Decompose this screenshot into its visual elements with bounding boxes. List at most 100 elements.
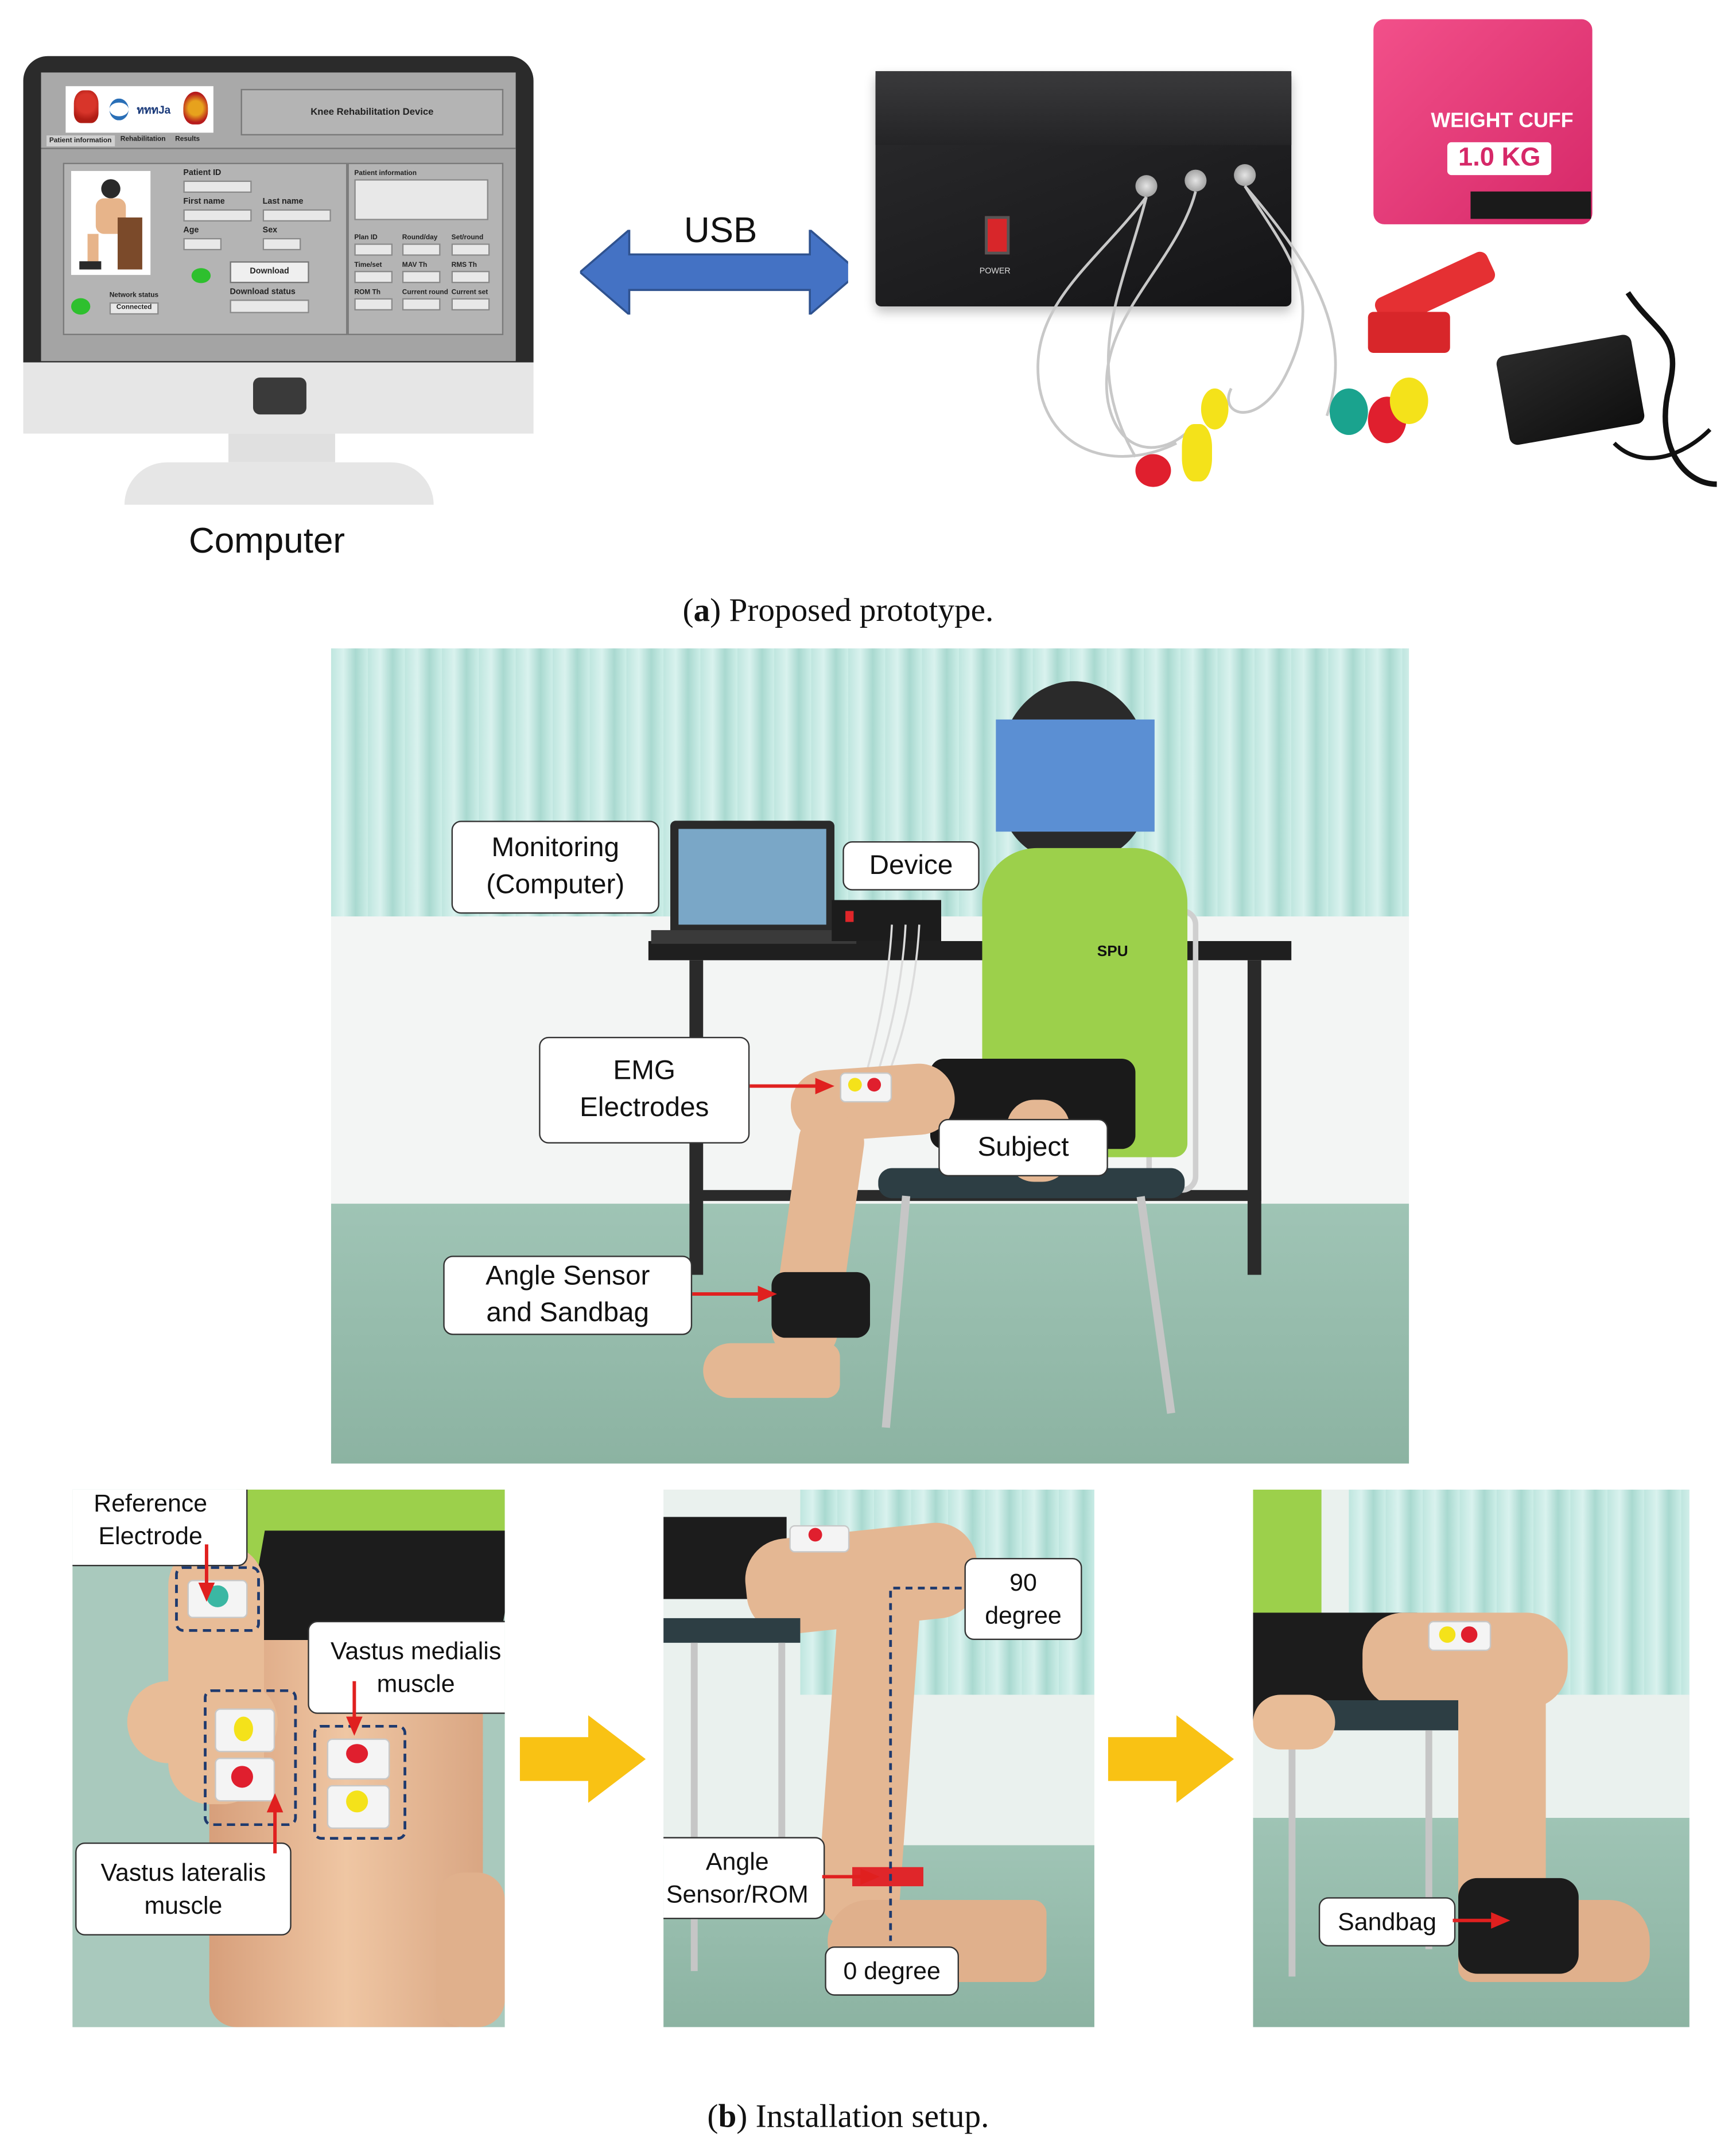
logo-text: ทททJa	[137, 104, 171, 116]
emg-cables	[1036, 185, 1337, 458]
callout-reference-line1: Reference	[94, 1489, 208, 1517]
connector-icon	[1234, 164, 1256, 186]
age-field[interactable]	[183, 238, 222, 251]
weight-cuff-label: WEIGHT CUFF	[1431, 109, 1574, 133]
foot	[436, 1872, 505, 2027]
sandbag-photo: Sandbag	[1253, 1489, 1690, 2027]
vastus-lateralis-box	[204, 1689, 297, 1827]
callout-vm-line1: Vastus medialis	[330, 1637, 502, 1665]
electrode-snap-red	[346, 1744, 368, 1763]
electrode-snap-yellow	[1389, 377, 1428, 424]
adapter-cable	[1613, 291, 1717, 487]
monitor-base	[124, 462, 434, 505]
reference-electrode-box	[175, 1566, 260, 1632]
power-switch-icon	[985, 216, 1010, 255]
patient-info-label: Patient information	[354, 169, 417, 178]
tab-results[interactable]: Results	[175, 135, 200, 144]
device-box-top	[875, 71, 1292, 145]
electrode-snap-yellow	[848, 1078, 862, 1092]
electrode-snap-red	[231, 1766, 253, 1788]
callout-monitoring-line1: Monitoring	[491, 833, 620, 864]
callout-angle-line2: and Sandbag	[486, 1298, 650, 1328]
first-name-field[interactable]	[183, 209, 252, 222]
current-round-field	[402, 298, 441, 311]
callout-90-line1: 90	[1009, 1568, 1037, 1596]
time-set-field	[354, 270, 393, 283]
chair-seat	[663, 1618, 801, 1643]
patient-info-box	[354, 179, 488, 220]
current-round-label: Current round	[402, 288, 448, 297]
callout-emg-line2: Electrodes	[580, 1093, 709, 1124]
weight-cuff-value: 1.0 KG	[1447, 142, 1552, 176]
age-label: Age	[183, 227, 199, 235]
monitor-screen: ทททJa Knee Rehabilitation Device Patient…	[41, 72, 516, 362]
usb-label: USB	[683, 209, 758, 251]
subject-foot	[703, 1343, 840, 1398]
sandbag	[771, 1272, 871, 1338]
network-status-led	[71, 298, 91, 315]
arm	[1253, 1695, 1335, 1750]
rms-th-field	[451, 270, 490, 283]
connector-icon	[1184, 169, 1207, 192]
mav-th-label: MAV Th	[402, 261, 428, 270]
red-arrow-icon	[266, 1793, 283, 1853]
electrode-snap-red	[867, 1078, 881, 1092]
set-round-field	[451, 243, 490, 256]
chair-leg	[778, 1642, 786, 1917]
callout-subject: Subject	[938, 1118, 1108, 1176]
callout-angle-rom-line1: Angle	[705, 1847, 769, 1875]
sex-label: Sex	[262, 227, 278, 235]
tab-rehabilitation[interactable]: Rehabilitation	[120, 135, 166, 144]
callout-sandbag-label: Sandbag	[1338, 1907, 1436, 1936]
download-status-field	[230, 300, 309, 313]
caption-text: ) Proposed prototype.	[710, 593, 994, 629]
plan-id-label: Plan ID	[354, 234, 378, 242]
chair-leg	[1425, 1730, 1432, 1949]
patient-id-field[interactable]	[183, 180, 252, 193]
callout-vl-line1: Vastus lateralis	[100, 1858, 266, 1886]
sex-field[interactable]	[262, 238, 301, 251]
red-strap	[1368, 312, 1450, 353]
electrode-pad	[215, 1758, 275, 1802]
current-set-field	[451, 298, 490, 311]
red-arrow-icon	[692, 1285, 777, 1303]
laptop-screen	[670, 821, 835, 936]
weight-cuff	[1373, 19, 1593, 224]
laptop-base	[651, 930, 857, 944]
callout-emg-electrodes: EMG Electrodes	[539, 1036, 750, 1144]
gui-logo-area: ทททJa	[65, 86, 213, 133]
download-status-led	[191, 268, 211, 283]
caption-b: (b) Installation setup.	[707, 2099, 989, 2135]
wave-logo-icon	[109, 98, 129, 121]
patient-id-label: Patient ID	[183, 169, 222, 178]
tab-patient-information[interactable]: Patient information	[46, 135, 115, 147]
double-arrow-icon	[580, 230, 859, 315]
monitor-camera-icon	[253, 377, 306, 415]
electrode-snap-yellow	[1201, 388, 1229, 430]
vastus-medialis-box	[313, 1724, 406, 1840]
last-name-field[interactable]	[262, 209, 331, 222]
download-button[interactable]: Download	[230, 261, 309, 283]
electrode-snap-teal	[1329, 388, 1368, 436]
callout-emg-line1: EMG	[613, 1056, 676, 1086]
download-status-label: Download status	[230, 288, 296, 297]
electrode-pad	[1428, 1621, 1492, 1651]
callout-90-line2: degree	[985, 1602, 1062, 1629]
network-status-label: Network status	[109, 291, 159, 300]
callout-0-degree: 0 degree	[825, 1946, 959, 1996]
emg-electrode-pad	[840, 1072, 892, 1103]
device-power-led	[845, 911, 854, 922]
university-logo-icon	[183, 91, 208, 125]
rom-th-label: ROM Th	[354, 288, 381, 297]
electrode-snap-red	[808, 1528, 822, 1542]
callout-angle-rom-line2: Sensor/ROM	[666, 1880, 809, 1909]
callout-subject-label: Subject	[977, 1132, 1069, 1162]
callout-monitoring-line2: (Computer)	[486, 870, 625, 900]
callout-monitoring: Monitoring (Computer)	[451, 821, 659, 914]
caption-text: ) Installation setup.	[736, 2099, 989, 2135]
